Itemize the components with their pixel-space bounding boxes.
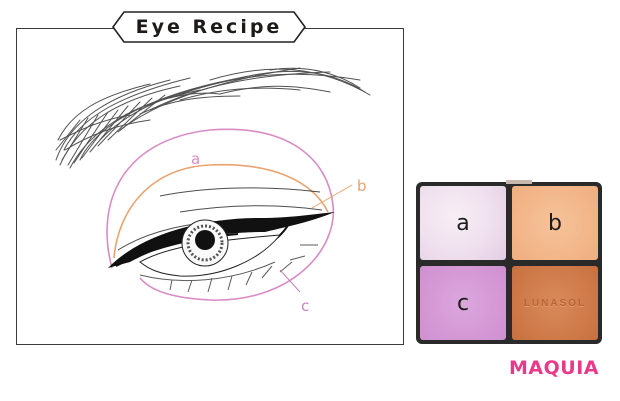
pupil-icon (195, 230, 215, 250)
pan-b: b (512, 186, 598, 260)
zone-c-label: c (301, 297, 309, 315)
zone-a-label: a (191, 150, 200, 168)
pan-engraving: LUNASOL (523, 297, 587, 309)
eyeshadow-palette: a b c LUNASOL (416, 180, 602, 344)
zone-b-leader (311, 184, 353, 209)
zone-b-arc (113, 163, 329, 259)
title-badge: Eye Recipe (112, 11, 306, 43)
page-title: Eye Recipe (135, 16, 283, 38)
zone-a-arc (106, 128, 335, 301)
pan-c: c (420, 266, 506, 340)
zone-c-leader (279, 269, 301, 293)
pan-a: a (420, 186, 506, 260)
palette-tab (506, 180, 532, 184)
title-badge-shape (112, 11, 306, 43)
pan-a-label: a (456, 210, 470, 236)
pan-d: LUNASOL (512, 266, 598, 340)
eye-illustration: a b c (55, 67, 371, 315)
pan-b-label: b (548, 210, 562, 236)
pan-c-label: c (456, 290, 470, 316)
zone-b-label: b (357, 177, 367, 195)
eyeliner-icon (108, 212, 335, 268)
brand-logo: MAQUIA (509, 357, 599, 379)
eyebrow-icon (55, 67, 371, 169)
